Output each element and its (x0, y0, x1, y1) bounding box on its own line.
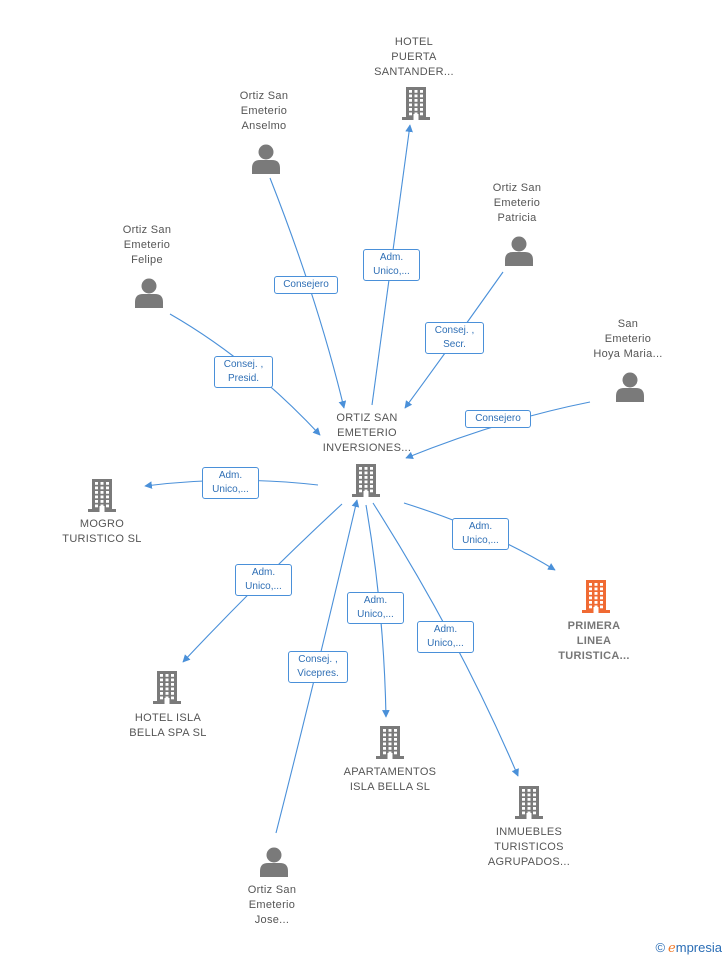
edge-label-inversiones-hotel-puerta[interactable]: Adm. Unico,... (363, 249, 420, 281)
node-label-primera-linea[interactable]: PRIMERA LINEA TURISTICA... (558, 620, 630, 662)
edge-label-hoya-inversiones[interactable]: Consejero (465, 410, 531, 428)
copyright-icon: © (655, 940, 666, 955)
node-label-ortiz-jose[interactable]: Ortiz San Emeterio Jose... (247, 884, 297, 926)
edge-anselmo-inversiones (269, 177, 347, 409)
building-icon[interactable] (400, 86, 432, 120)
node-label-ortiz-patricia[interactable]: Ortiz San Emeterio Patricia (492, 182, 542, 224)
edge-label-inversiones-apartamentos[interactable]: Adm. Unico,... (347, 592, 404, 624)
node-label-san-emeterio-hoya[interactable]: San Emeterio Hoya Maria... (593, 318, 663, 360)
edge-label-inversiones-inmuebles[interactable]: Adm. Unico,... (417, 621, 474, 653)
person-icon[interactable] (614, 372, 646, 402)
person-icon[interactable] (133, 278, 165, 308)
node-label-ortiz-anselmo[interactable]: Ortiz San Emeterio Anselmo (239, 90, 289, 132)
node-label-mogro[interactable]: MOGRO TURISTICO SL (62, 518, 142, 545)
brand-initial: e (668, 941, 676, 956)
node-label-apartamentos[interactable]: APARTAMENTOS ISLA BELLA SL (343, 766, 437, 793)
node-label-ortiz-felipe[interactable]: Ortiz San Emeterio Felipe (122, 224, 172, 266)
building-icon[interactable] (86, 478, 118, 512)
edge-label-felipe-inversiones[interactable]: Consej. , Presid. (214, 356, 273, 388)
edge-label-patricia-inversiones[interactable]: Consej. , Secr. (425, 322, 484, 354)
building-icon[interactable] (513, 785, 545, 819)
person-icon[interactable] (258, 847, 290, 877)
node-label-ortiz-inversiones[interactable]: ORTIZ SAN EMETERIO INVERSIONES... (322, 412, 412, 454)
edge-label-inversiones-primera[interactable]: Adm. Unico,... (452, 518, 509, 550)
person-icon[interactable] (503, 236, 535, 266)
edge-label-inversiones-mogro[interactable]: Adm. Unico,... (202, 467, 259, 499)
building-icon[interactable] (151, 670, 183, 704)
empresia-brand[interactable]: ©empresia (655, 940, 722, 956)
building-icon[interactable] (350, 462, 382, 498)
building-icon[interactable] (580, 579, 612, 613)
brand-name: mpresia (675, 940, 722, 955)
edge-label-inversiones-hotel-isla[interactable]: Adm. Unico,... (235, 564, 292, 596)
person-icon[interactable] (250, 144, 282, 174)
node-label-hotel-puerta[interactable]: HOTEL PUERTA SANTANDER... (374, 36, 454, 78)
edge-label-anselmo-inversiones[interactable]: Consejero (274, 276, 338, 294)
node-label-hotel-isla[interactable]: HOTEL ISLA BELLA SPA SL (129, 712, 207, 739)
building-icon[interactable] (374, 725, 406, 759)
node-label-inmuebles[interactable]: INMUEBLES TURISTICOS AGRUPADOS... (487, 826, 571, 868)
edge-label-jose-inversiones[interactable]: Consej. , Vicepres. (288, 651, 348, 683)
